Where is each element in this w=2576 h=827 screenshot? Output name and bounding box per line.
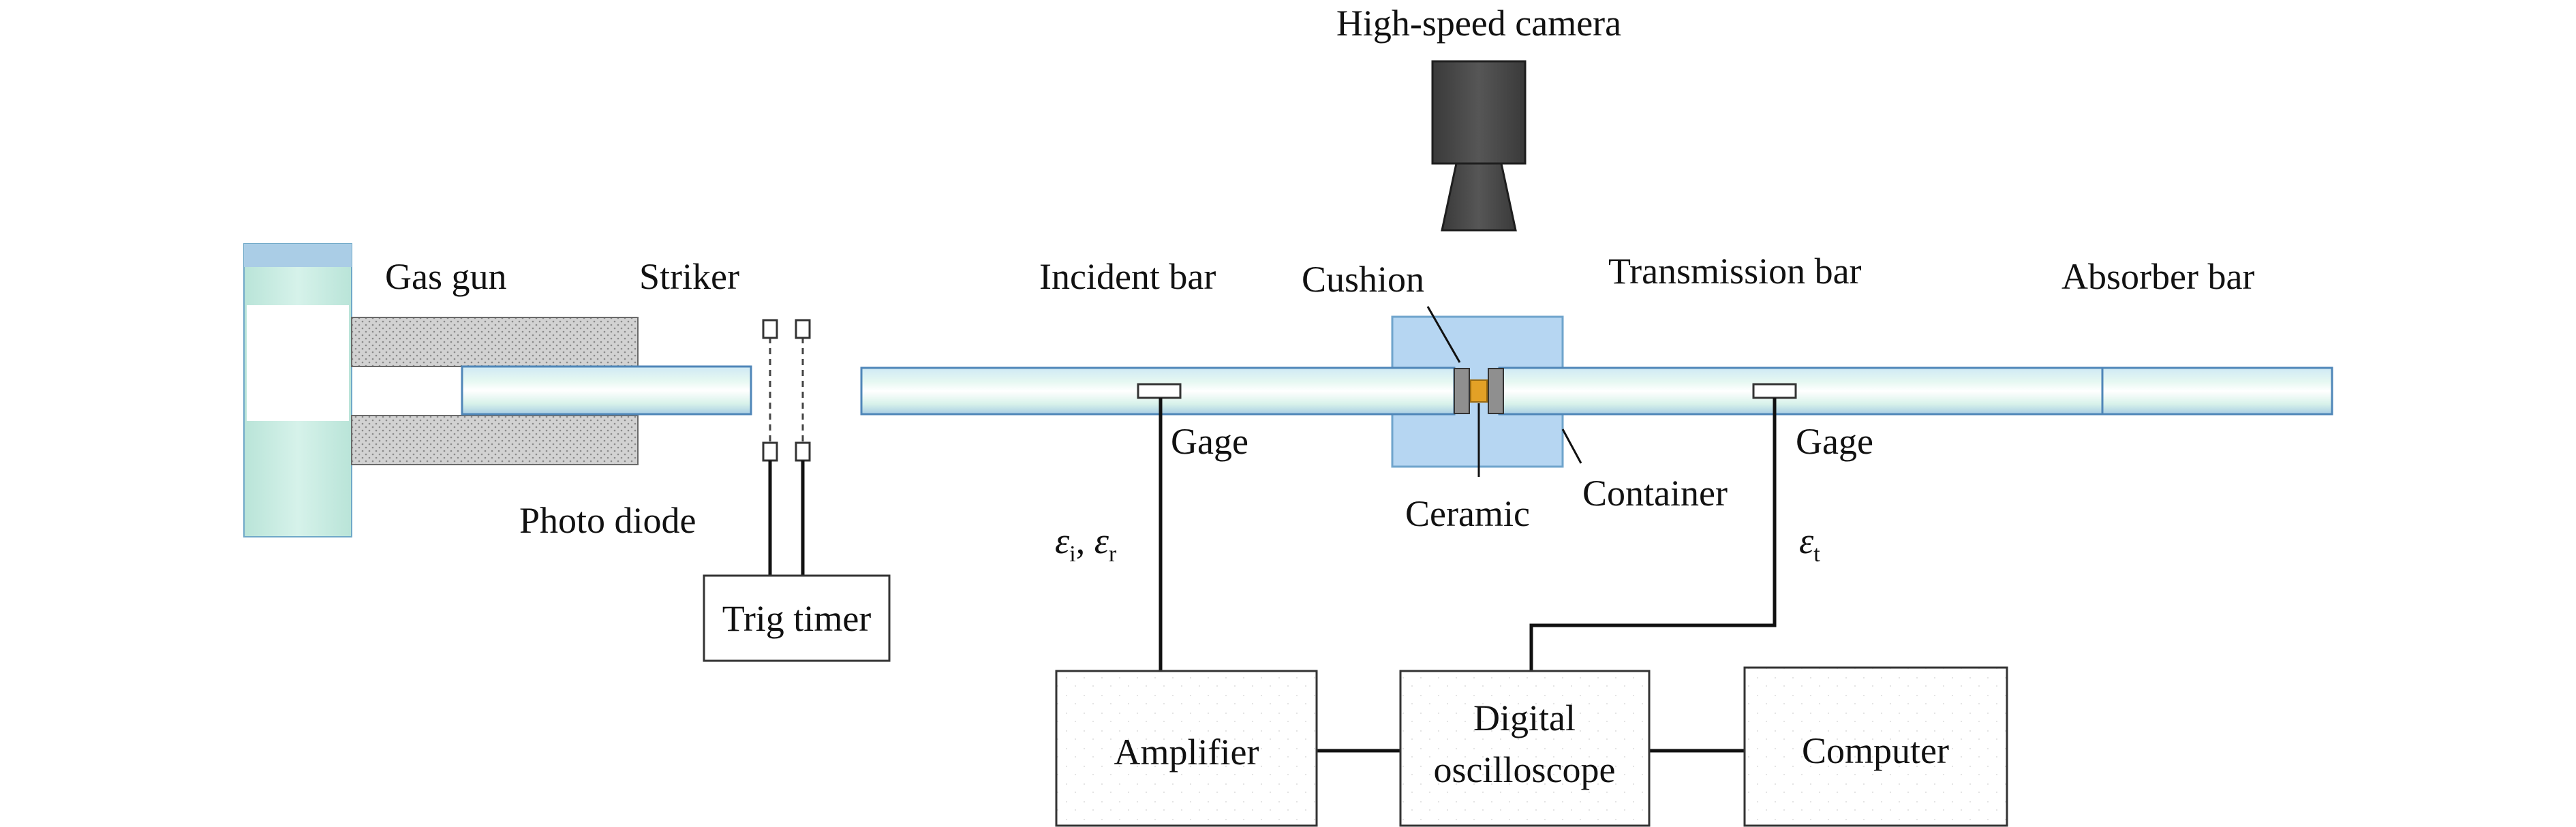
high-speed-camera <box>1431 60 1527 232</box>
cushion-label: Cushion <box>1302 259 1424 300</box>
transmission-bar-label: Transmission bar <box>1608 251 1862 292</box>
amplifier-box <box>1055 670 1318 827</box>
ceramic-specimen <box>1470 379 1488 403</box>
gas-gun-label: Gas gun <box>385 256 506 297</box>
computer-label: Computer <box>1802 730 1949 771</box>
trig-timer-box <box>703 574 891 662</box>
container-leader <box>1561 428 1582 464</box>
photo-diode-receiver-2 <box>795 441 811 462</box>
transmission-bar <box>1498 366 2104 416</box>
cushion-right <box>1488 368 1504 414</box>
camera-body <box>1431 60 1527 165</box>
photo-diode-emitter-2 <box>795 319 811 339</box>
gage-incident <box>1137 383 1182 399</box>
photo-diode-receiver-1 <box>762 441 778 462</box>
incident-bar-label: Incident bar <box>1039 256 1216 297</box>
container-label: Container <box>1582 473 1728 514</box>
camera-lens <box>1441 162 1517 232</box>
transmitted-strain-label: εt <box>1799 520 1820 567</box>
trig-timer-label: Trig timer <box>722 598 872 639</box>
absorber-bar <box>2101 366 2333 416</box>
striker-bar <box>461 365 752 416</box>
oscilloscope-box <box>1399 670 1651 827</box>
gas-gun <box>243 243 639 537</box>
oscilloscope-label-line2: oscilloscope <box>1434 749 1616 790</box>
gage-transmission <box>1752 383 1797 399</box>
cushion-leader <box>1426 306 1461 363</box>
gage-transmission-label: Gage <box>1796 421 1873 462</box>
amplifier-label: Amplifier <box>1114 732 1259 773</box>
gage-incident-label: Gage <box>1171 421 1248 462</box>
incident-reflected-strain-label: εi, εr <box>1055 520 1117 567</box>
cushion-left <box>1454 368 1470 414</box>
ceramic-label: Ceramic <box>1405 493 1530 534</box>
photo-diode-label: Photo diode <box>519 500 696 541</box>
gas-gun-barrel-lower <box>351 415 639 465</box>
striker-label: Striker <box>639 256 739 297</box>
absorber-bar-label: Absorber bar <box>2061 256 2254 297</box>
photo-diode-emitter-1 <box>762 319 778 339</box>
transmitted-signal-wire <box>1529 398 1777 671</box>
gas-gun-chamber <box>247 305 349 421</box>
gas-gun-top-cap <box>244 244 352 267</box>
photo-diodes <box>762 319 811 576</box>
high-speed-camera-label: High-speed camera <box>1336 3 1621 44</box>
oscilloscope-label-line1: Digital <box>1473 698 1576 738</box>
incident-bar <box>860 366 1456 416</box>
gas-gun-barrel-upper <box>351 317 639 367</box>
computer-box <box>1743 666 2008 827</box>
specimen-assembly <box>1454 368 1504 414</box>
